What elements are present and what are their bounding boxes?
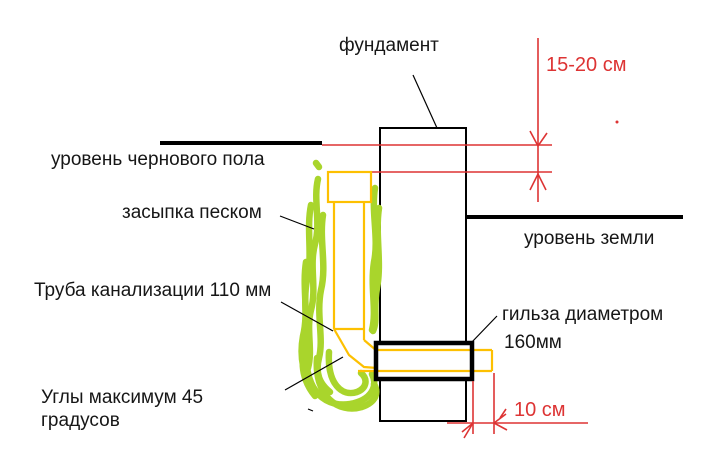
ground-level-label: уровень земли [524, 228, 655, 249]
angles-pointer-line [284, 356, 344, 391]
stray-red-dot [615, 120, 619, 124]
top-dimension-lines [322, 38, 552, 202]
pipe-pointer-line [280, 301, 334, 332]
dim-bottom-label: 10 см [514, 399, 566, 421]
scribble-dot [312, 159, 323, 171]
sleeve-label-line1: гильза диаметром [502, 304, 664, 325]
scribble-stroke [369, 204, 383, 335]
sleeve-pointer-line [470, 315, 498, 344]
sand-pointer-line [279, 215, 315, 230]
sand-backfill-label: засыпка песком [122, 202, 262, 223]
scribble-loop [313, 354, 380, 412]
pipe-socket-hub [326, 170, 373, 204]
rough-floor-label: уровень чернового пола [51, 149, 265, 170]
sleeve-rect [373, 340, 475, 382]
pointer-lines [279, 74, 498, 412]
sewer-pipe-drawing [326, 170, 494, 373]
arrow-left-tip-icon [461, 422, 474, 439]
angles-label-line2: градусов [41, 410, 120, 431]
scribble-stroke [304, 175, 322, 372]
arrow-up-icon [529, 172, 547, 191]
stray-dash [307, 408, 314, 412]
foundation-pointer-line [412, 74, 438, 129]
scribble-loop [325, 348, 369, 397]
bottom-dimension-lines [447, 373, 588, 439]
sewer-pipe-label: Труба канализации 110 мм [34, 280, 272, 301]
dim-top-label: 15-20 см [546, 54, 627, 76]
angles-label-line1: Углы максимум 45 [41, 387, 204, 408]
sleeve-label-line2: 160мм [504, 332, 562, 353]
arrow-down-icon [529, 130, 548, 148]
arrow-right-tip-icon [493, 408, 508, 431]
pipe-elbow-outer [333, 328, 378, 370]
sand-backfill-scribble [298, 159, 383, 412]
foundation-label: фундамент [339, 35, 439, 56]
